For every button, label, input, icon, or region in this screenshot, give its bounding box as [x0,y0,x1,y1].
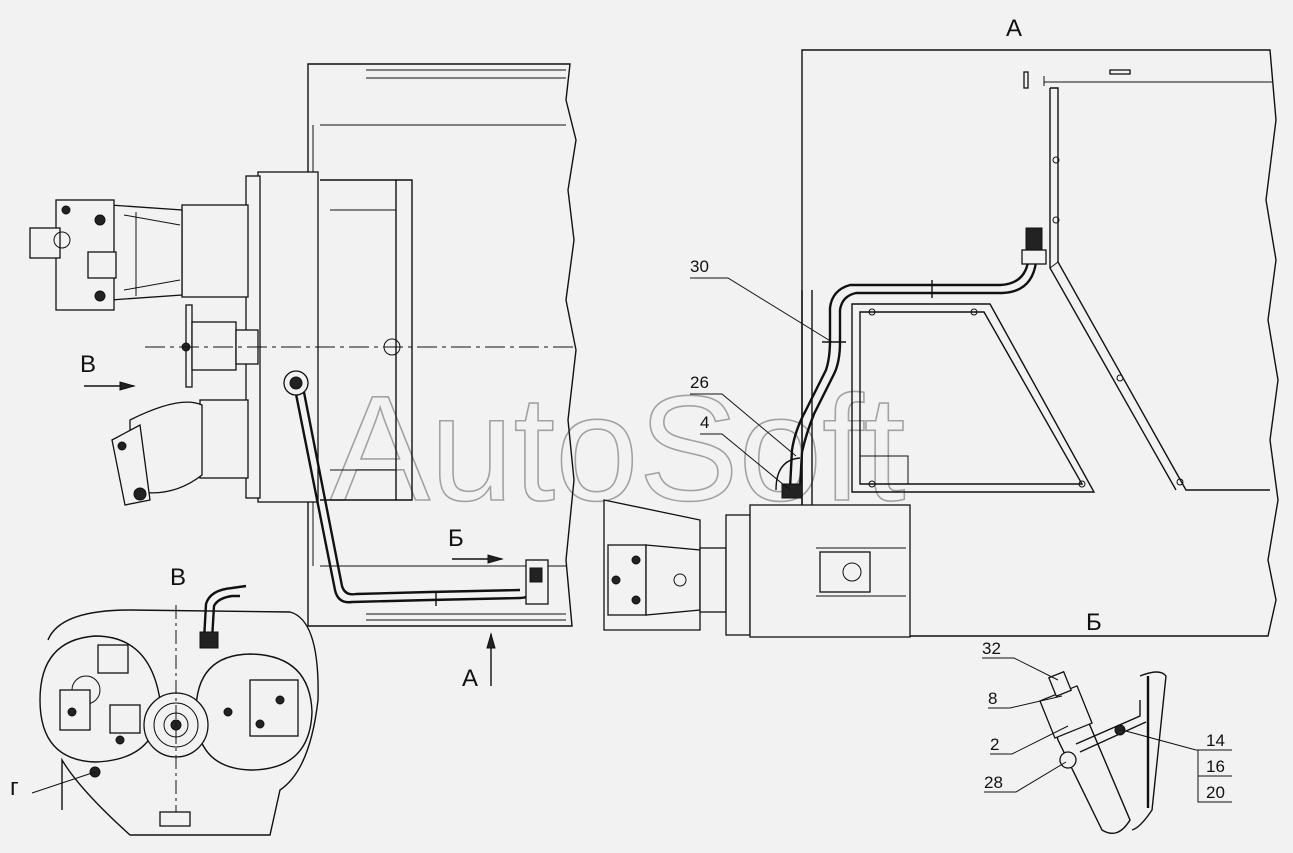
view-a-title: А [1006,15,1022,42]
lower-motor [111,399,249,506]
label-arrow-b: Б [448,525,464,552]
view-v: В г [10,564,319,836]
view-b-title: Б [1086,609,1102,636]
callout-2: 2 [990,735,999,754]
hose-view-a [788,239,1032,489]
callout-32: 32 [982,639,1001,658]
pump-assembly-a [603,499,911,638]
leader-g [31,771,96,794]
callout-8: 8 [988,689,997,708]
left-main-view: В Б А [29,63,577,692]
upper-pump [29,199,249,311]
label-arrow-v: В [80,351,96,378]
callout-4: 4 [700,413,709,432]
label-arrow-a: А [462,665,478,692]
label-detail-g: г [10,774,19,801]
callout-20: 20 [1206,783,1225,802]
shaft-coupling [145,304,575,388]
callout-28: 28 [984,773,1003,792]
callout-16: 16 [1206,757,1225,776]
callout-30: 30 [690,257,709,276]
view-a: А [603,15,1279,638]
view-v-title: В [170,564,186,591]
callout-14: 14 [1206,731,1225,750]
callout-26: 26 [690,373,709,392]
view-b: Б 32 8 2 28 14 16 20 [982,609,1232,834]
